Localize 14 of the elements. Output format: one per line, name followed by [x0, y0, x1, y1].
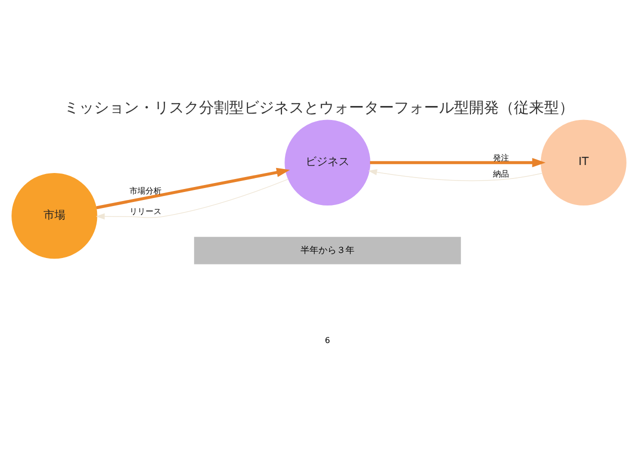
edge-label: 納品 [492, 168, 509, 178]
edge-label: リリース [130, 206, 162, 216]
node-circle: 市場 [12, 172, 98, 258]
node-circle: ビジネス [284, 119, 370, 205]
arrow [96, 167, 290, 209]
arrow [370, 157, 546, 167]
arrow [96, 178, 289, 219]
label: 6 [324, 334, 330, 344]
edge-label: 市場分析 [130, 185, 162, 196]
label: 半年から３年 [300, 245, 354, 256]
node-circle: IT [540, 119, 626, 205]
arrow [368, 168, 543, 181]
edge-label: 発注 [492, 152, 509, 162]
diagram-title: ミッション・リスク分割型ビジネスとウォーターフォール型開発（従来型） [64, 99, 574, 116]
